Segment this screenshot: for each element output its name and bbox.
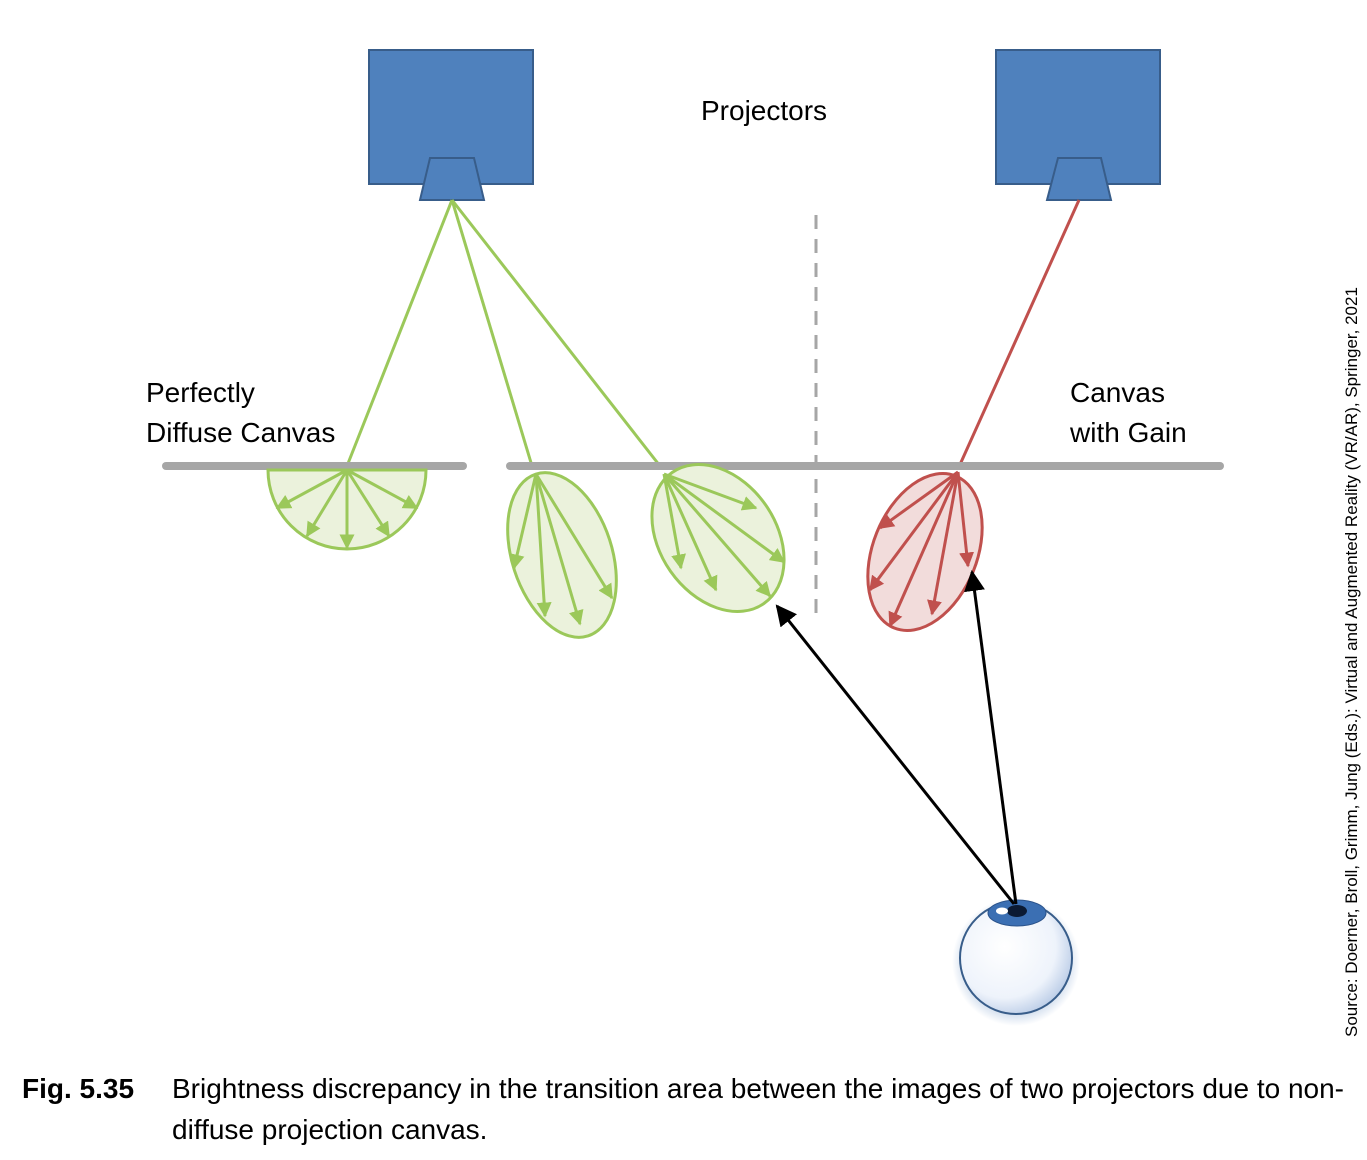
green-rays [345,199,662,467]
gain-canvas-label-line2: with Gain [1070,417,1187,448]
view-arrows [775,569,1018,905]
eye-icon [952,898,1080,1026]
red-ray [956,199,1081,470]
red-lobe [866,470,984,632]
figure-number: Fig. 5.35 [22,1073,135,1104]
green-lobe-2 [650,463,786,613]
projector-right [995,49,1161,201]
gain-canvas-label-line1: Canvas [1070,377,1165,408]
diffuse-canvas-label-line1: Perfectly [146,377,255,408]
figure-caption-text: Brightness discrepancy in the transition… [172,1073,1344,1145]
projector-left [368,49,534,201]
projectors-label: Projectors [701,95,828,126]
diffuse-canvas-label-line2: Diffuse Canvas [146,417,336,448]
green-lobe-1 [506,471,618,639]
source-credit: Source: Doerner, Broll, Grimm, Jung (Eds… [1342,287,1361,1037]
diffuse-lobe [266,468,428,551]
